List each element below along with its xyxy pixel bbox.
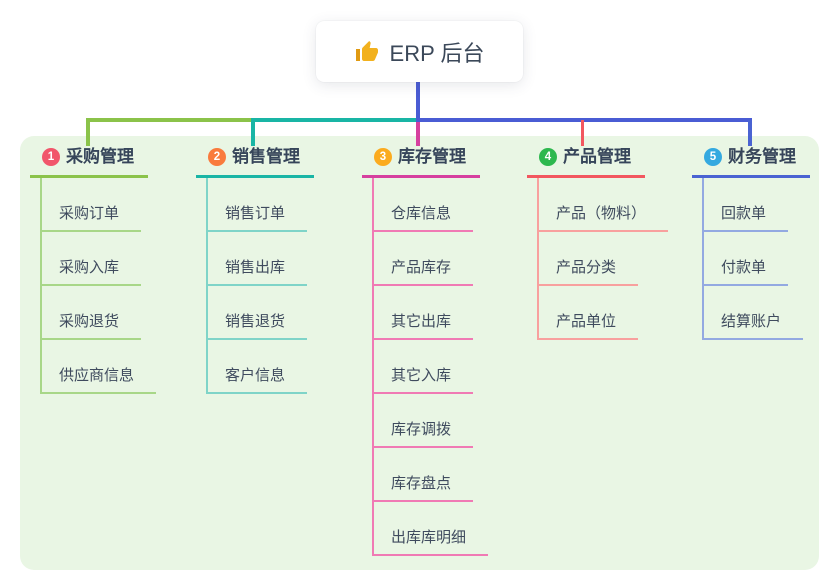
leaf-node-other-inbound[interactable]: 其它入库 [374, 340, 474, 394]
connector-bus-middle [251, 118, 418, 122]
leaf-node-receipt-doc[interactable]: 回款单 [704, 178, 789, 232]
leaf-node-settlement-account[interactable]: 结算账户 [704, 286, 804, 340]
branch-node-purchase[interactable]: 1 采购管理 [30, 146, 148, 178]
branch-title: 财务管理 [728, 147, 796, 166]
root-node[interactable]: ERP 后台 [316, 21, 523, 82]
leaf-node-purchase-return[interactable]: 采购退货 [42, 286, 142, 340]
branch-product: 4 产品管理 产品（物料） 产品分类 产品单位 [527, 146, 669, 340]
branch-children: 采购订单 采购入库 采购退货 供应商信息 [40, 178, 157, 394]
connector-drop-branch-5 [748, 120, 752, 146]
leaf-node-payment-doc[interactable]: 付款单 [704, 232, 789, 286]
mindmap-background-panel [20, 136, 819, 570]
branch-number-badge: 5 [704, 148, 722, 166]
leaf-node-product-category[interactable]: 产品分类 [539, 232, 639, 286]
thumbs-up-icon [355, 40, 378, 61]
branch-node-product[interactable]: 4 产品管理 [527, 146, 645, 178]
leaf-node-stock-detail[interactable]: 出库库明细 [374, 502, 489, 556]
branch-number-badge: 2 [208, 148, 226, 166]
leaf-node-stock-taking[interactable]: 库存盘点 [374, 448, 474, 502]
leaf-node-customer-info[interactable]: 客户信息 [208, 340, 308, 394]
connector-root-vertical [416, 80, 420, 122]
branch-node-inventory[interactable]: 3 库存管理 [362, 146, 480, 178]
branch-node-sales[interactable]: 2 销售管理 [196, 146, 314, 178]
leaf-node-other-outbound[interactable]: 其它出库 [374, 286, 474, 340]
connector-drop-branch-1 [86, 120, 90, 146]
leaf-node-product-material[interactable]: 产品（物料） [539, 178, 669, 232]
leaf-node-purchase-inbound[interactable]: 采购入库 [42, 232, 142, 286]
branch-children: 仓库信息 产品库存 其它出库 其它入库 库存调拨 库存盘点 出库库明细 [372, 178, 489, 556]
leaf-node-sales-order[interactable]: 销售订单 [208, 178, 308, 232]
leaf-node-product-stock[interactable]: 产品库存 [374, 232, 474, 286]
branch-title: 采购管理 [66, 147, 134, 166]
branch-finance: 5 财务管理 回款单 付款单 结算账户 [692, 146, 810, 340]
branch-inventory: 3 库存管理 仓库信息 产品库存 其它出库 其它入库 库存调拨 库存盘点 出库库… [362, 146, 489, 556]
branch-number-badge: 1 [42, 148, 60, 166]
branch-node-finance[interactable]: 5 财务管理 [692, 146, 810, 178]
connector-bus-right [416, 118, 752, 122]
connector-drop-branch-3 [416, 122, 420, 146]
leaf-node-sales-return[interactable]: 销售退货 [208, 286, 308, 340]
branch-title: 销售管理 [232, 147, 300, 166]
branch-number-badge: 4 [539, 148, 557, 166]
connector-bus-left [86, 118, 255, 122]
branch-number-badge: 3 [374, 148, 392, 166]
branch-title: 产品管理 [563, 147, 631, 166]
leaf-node-warehouse-info[interactable]: 仓库信息 [374, 178, 474, 232]
leaf-node-stock-transfer[interactable]: 库存调拨 [374, 394, 474, 448]
branch-title: 库存管理 [398, 147, 466, 166]
branch-children: 回款单 付款单 结算账户 [702, 178, 804, 340]
connector-drop-branch-2 [251, 120, 255, 146]
leaf-node-product-unit[interactable]: 产品单位 [539, 286, 639, 340]
branch-children: 销售订单 销售出库 销售退货 客户信息 [206, 178, 308, 394]
leaf-node-sales-outbound[interactable]: 销售出库 [208, 232, 308, 286]
branch-sales: 2 销售管理 销售订单 销售出库 销售退货 客户信息 [196, 146, 314, 394]
leaf-node-purchase-order[interactable]: 采购订单 [42, 178, 142, 232]
leaf-node-supplier-info[interactable]: 供应商信息 [42, 340, 157, 394]
branch-purchase: 1 采购管理 采购订单 采购入库 采购退货 供应商信息 [30, 146, 157, 394]
root-node-label: ERP 后台 [389, 40, 485, 66]
connector-drop-branch-4 [581, 120, 584, 146]
branch-children: 产品（物料） 产品分类 产品单位 [537, 178, 669, 340]
